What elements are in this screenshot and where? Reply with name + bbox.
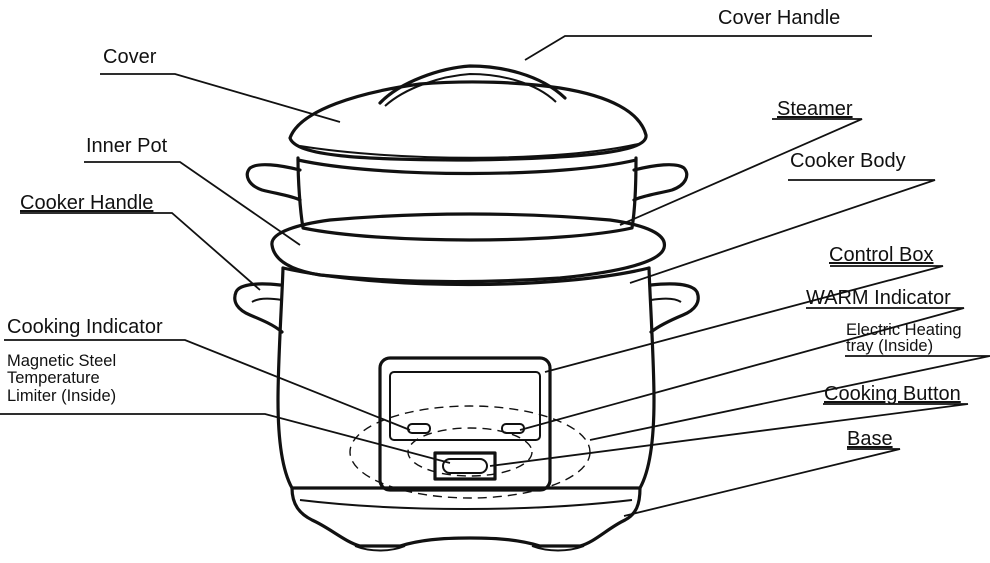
control-box bbox=[378, 356, 552, 492]
label-magnetic-3: Limiter (Inside) bbox=[7, 387, 116, 405]
right-cooker-handle bbox=[649, 282, 700, 334]
label-base: Base bbox=[847, 428, 893, 450]
cooking-indicator-lamp bbox=[407, 423, 431, 434]
cover bbox=[288, 80, 648, 162]
label-cover: Cover bbox=[103, 46, 157, 68]
label-magnetic-2: Temperature bbox=[7, 369, 100, 387]
body-rim bbox=[270, 212, 666, 284]
label-cooker-body: Cooker Body bbox=[790, 150, 906, 172]
label-cooking-button: Cooking Button bbox=[824, 383, 961, 405]
cooker-base bbox=[290, 486, 642, 548]
callout-labels: Cover Handle Cover Steamer Inner Pot Coo… bbox=[7, 7, 962, 450]
label-warm-indicator: WARM Indicator bbox=[806, 287, 951, 309]
left-cooker-handle bbox=[233, 282, 284, 334]
left-steamer-handle bbox=[245, 163, 302, 202]
label-inner-pot: Inner Pot bbox=[86, 135, 168, 157]
right-steamer-handle bbox=[632, 163, 689, 202]
heating-tray-dashed-outline bbox=[349, 405, 591, 499]
label-magnetic-1: Magnetic Steel bbox=[7, 352, 116, 370]
rice-cooker-illustration bbox=[233, 64, 700, 552]
label-steamer: Steamer bbox=[777, 98, 853, 120]
leader-lines bbox=[0, 35, 990, 517]
label-cover-handle: Cover Handle bbox=[718, 7, 840, 29]
label-cooker-handle: Cooker Handle bbox=[20, 192, 153, 214]
label-electric-heating-1: Electric Heating bbox=[846, 321, 962, 339]
cooker-body bbox=[276, 266, 656, 490]
label-electric-heating-2: tray (Inside) bbox=[846, 337, 933, 355]
cover-handle bbox=[378, 64, 567, 105]
label-cooking-indicator: Cooking Indicator bbox=[7, 316, 163, 338]
label-control-box: Control Box bbox=[829, 244, 934, 266]
steamer bbox=[296, 156, 638, 242]
